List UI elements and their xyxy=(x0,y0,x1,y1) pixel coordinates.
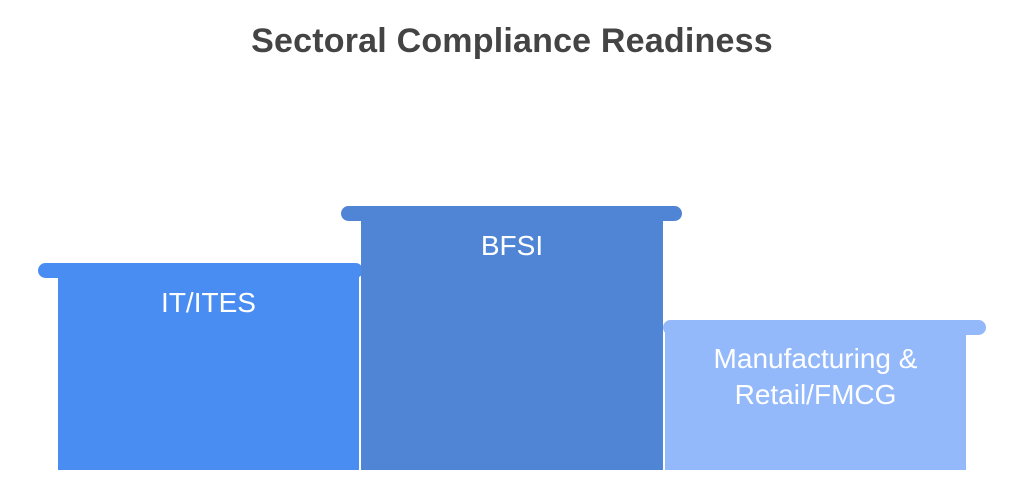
podium-label-line: BFSI xyxy=(480,230,544,261)
diagram-title: Sectoral Compliance Readiness xyxy=(251,22,773,60)
podium-label: BFSI xyxy=(361,228,663,264)
podium-label: Manufacturing & Retail/FMCG xyxy=(665,341,966,413)
podium-label-line: Retail/FMCG xyxy=(734,379,897,410)
podium-label-line: Manufacturing & xyxy=(713,343,918,374)
podium-label-line: IT/ITES xyxy=(161,287,256,318)
podium-block: Manufacturing & Retail/FMCG xyxy=(665,328,966,470)
podium-block: BFSI xyxy=(361,214,663,470)
podium-block: IT/ITES xyxy=(58,271,359,470)
podium-label: IT/ITES xyxy=(58,285,359,321)
